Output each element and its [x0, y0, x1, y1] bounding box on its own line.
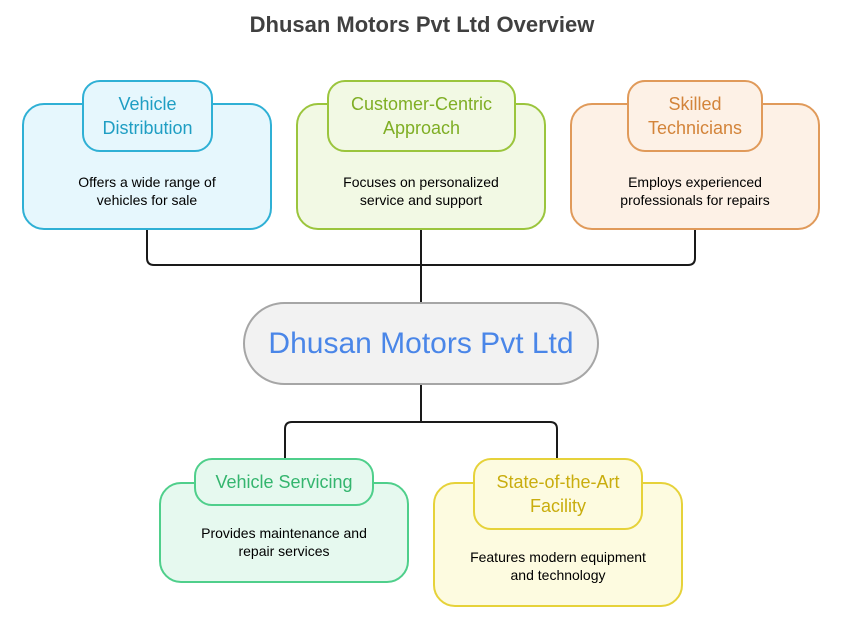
- central-node: Dhusan Motors Pvt Ltd: [243, 302, 599, 385]
- vehicle-distribution-description: Offers a wide range of vehicles for sale: [78, 174, 216, 208]
- card-skilled-technicians: Employs experienced professionals for re…: [570, 103, 820, 230]
- vehicle-servicing-title: Vehicle Servicing: [194, 458, 374, 506]
- facility-description: Features modern equipment and technology: [470, 549, 646, 583]
- facility-title: State-of-the-Art Facility: [473, 458, 643, 530]
- connector-top-left: [146, 230, 421, 266]
- skilled-technicians-description: Employs experienced professionals for re…: [620, 174, 770, 208]
- vehicle-distribution-title: Vehicle Distribution: [82, 80, 213, 152]
- connector-bottom-right: [421, 421, 558, 458]
- diagram-title: Dhusan Motors Pvt Ltd Overview: [249, 12, 595, 37]
- connector-bottom-left: [284, 421, 421, 458]
- skilled-technicians-title: Skilled Technicians: [627, 80, 763, 152]
- customer-centric-description: Focuses on personalized service and supp…: [343, 174, 499, 208]
- connector-top-right: [421, 230, 696, 266]
- customer-centric-title: Customer-Centric Approach: [327, 80, 516, 152]
- vehicle-servicing-description: Provides maintenance and repair services: [201, 525, 367, 559]
